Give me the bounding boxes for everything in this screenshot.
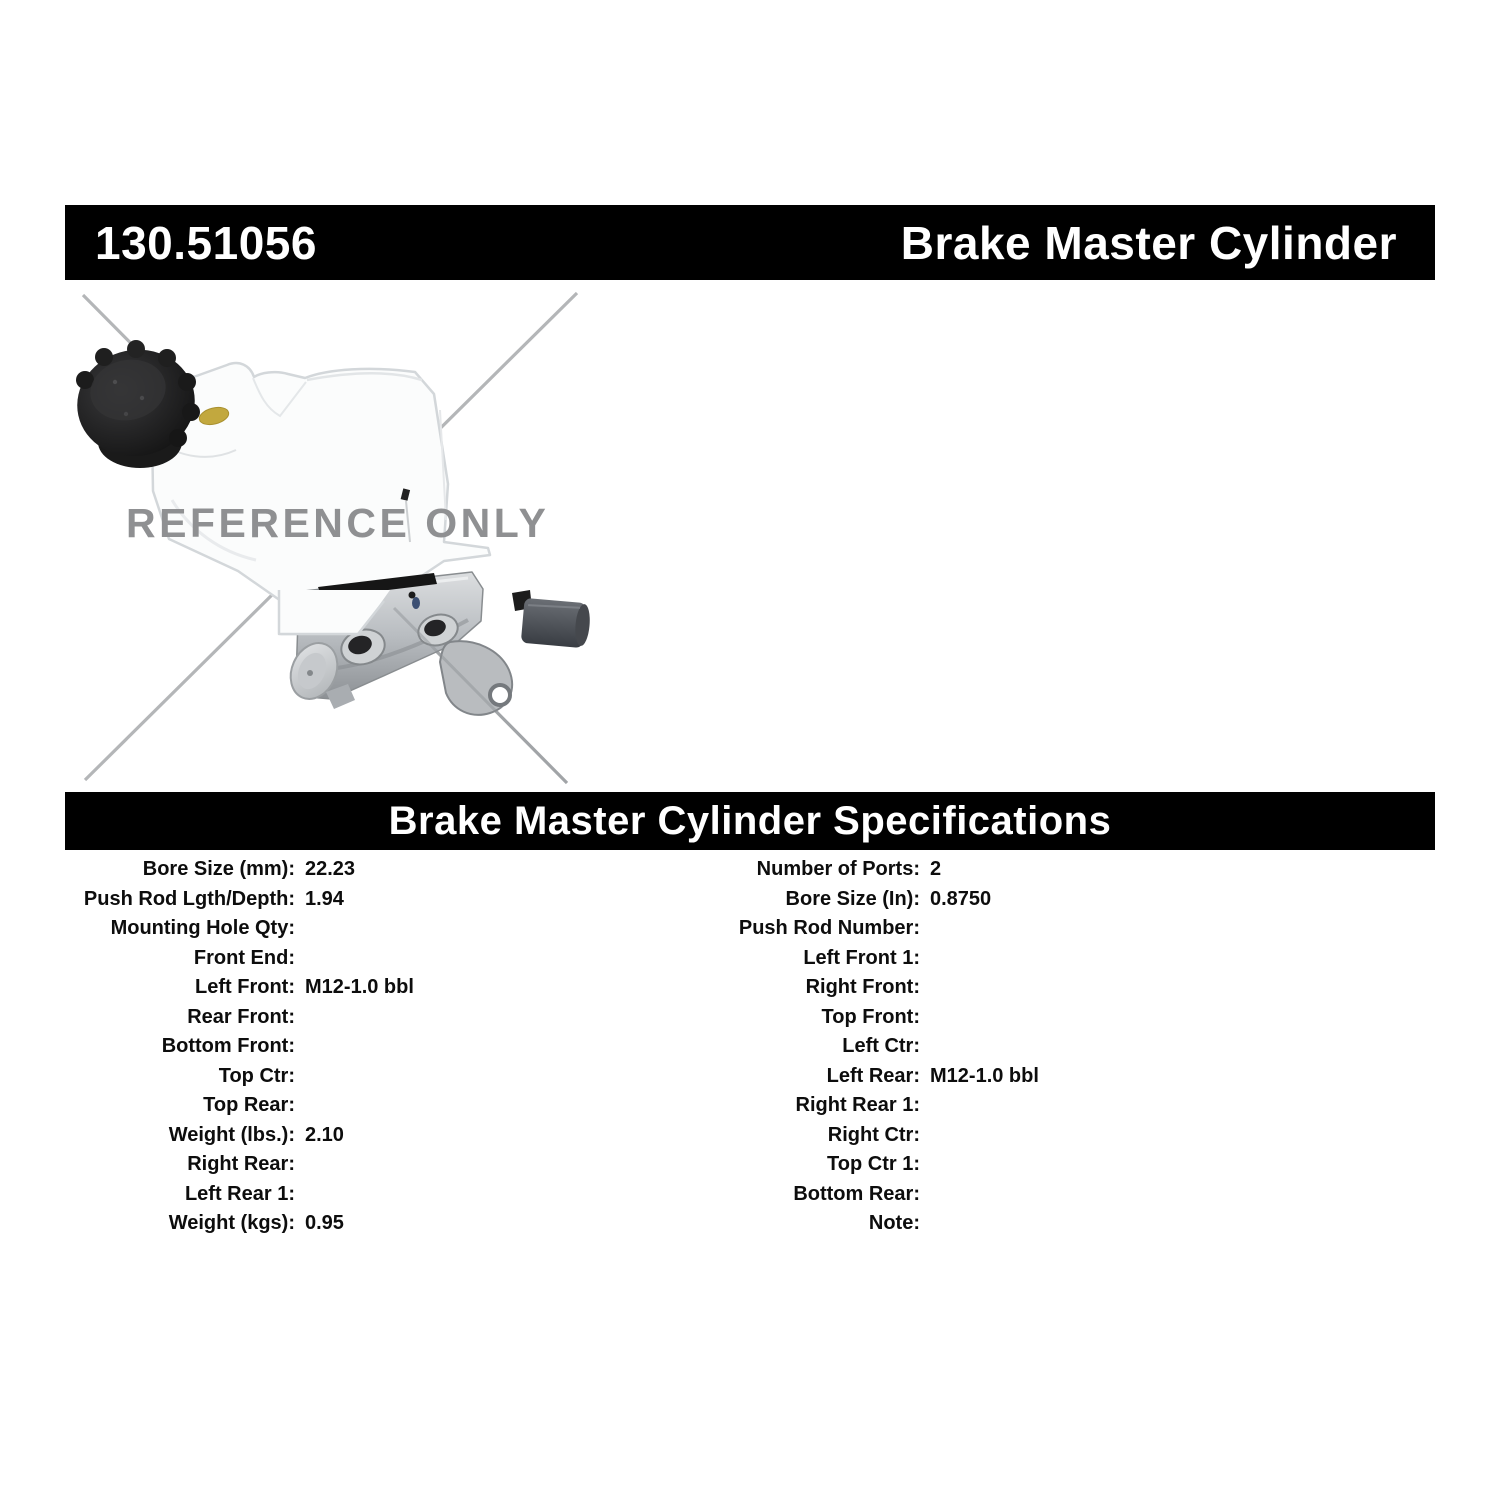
spec-label: Top Ctr 1:	[827, 1153, 920, 1176]
spec-row: Right Rear:	[65, 1150, 700, 1180]
spec-row: Left Rear: M12-1.0 bbl	[700, 1062, 1435, 1092]
product-title: Brake Master Cylinder	[900, 216, 1397, 269]
reference-only-watermark: REFERENCE ONLY	[126, 500, 550, 546]
spec-value: M12-1.0 bbl	[305, 976, 414, 999]
spec-row: Left Front: M12-1.0 bbl	[65, 973, 700, 1003]
spec-value: 22.23	[305, 858, 356, 881]
spec-label: Left Rear:	[826, 1064, 920, 1087]
spec-value: 2	[930, 858, 942, 881]
spec-label: Push Rod Number:	[738, 917, 920, 940]
spec-row: Bore Size (In): 0.8750	[700, 885, 1435, 915]
spec-label: Left Ctr:	[842, 1035, 920, 1058]
spec-value: 0.95	[305, 1212, 344, 1235]
spec-row: Mounting Hole Qty:	[65, 914, 700, 944]
spec-row: Top Front:	[700, 1003, 1435, 1033]
spec-header-title: Brake Master Cylinder Specifications	[388, 798, 1112, 843]
spec-label: Right Ctr:	[827, 1123, 920, 1146]
spec-row: Rear Front:	[65, 1003, 700, 1033]
molding-mark	[400, 488, 411, 501]
watermark-cross-line-overlay	[392, 606, 569, 785]
spec-header-bar: Brake Master Cylinder Specifications	[65, 792, 1435, 850]
mounting-flange	[438, 640, 514, 716]
spec-label: Mounting Hole Qty:	[110, 917, 295, 940]
spec-label: Bore Size (mm):	[142, 858, 295, 881]
spec-label: Weight (kgs):	[168, 1212, 295, 1235]
spec-row: Bore Size (mm): 22.23	[65, 855, 700, 885]
brake-master-cylinder-illustration	[76, 291, 590, 785]
spec-row: Right Front:	[700, 973, 1435, 1003]
spec-row: Note:	[700, 1209, 1435, 1239]
spec-label: Bottom Front:	[161, 1035, 295, 1058]
spec-label: Top Ctr:	[218, 1064, 295, 1087]
spec-row: Push Rod Number:	[700, 914, 1435, 944]
product-photo	[60, 290, 620, 800]
spec-label: Rear Front:	[187, 1005, 295, 1028]
mounting-hole	[488, 683, 512, 707]
spec-row: Bottom Rear:	[700, 1180, 1435, 1210]
reservoir-label-dot	[198, 406, 230, 426]
push-rod-boot	[521, 598, 590, 648]
spec-label: Number of Ports:	[756, 858, 920, 881]
spec-label: Push Rod Lgth/Depth:	[83, 887, 295, 910]
spec-row: Top Rear:	[65, 1091, 700, 1121]
spec-row: Weight (lbs.): 2.10	[65, 1121, 700, 1151]
spec-row: Front End:	[65, 944, 700, 974]
spec-row: Left Ctr:	[700, 1032, 1435, 1062]
spec-value: M12-1.0 bbl	[930, 1064, 1039, 1087]
spec-value: 2.10	[305, 1123, 344, 1146]
spec-row: Right Rear 1:	[700, 1091, 1435, 1121]
spec-label: Right Front:	[805, 976, 920, 999]
spec-row: Top Ctr 1:	[700, 1150, 1435, 1180]
spec-label: Note:	[868, 1212, 920, 1235]
spec-label: Weight (lbs.):	[168, 1123, 295, 1146]
fluid-reservoir	[150, 361, 492, 636]
spec-row: Bottom Front:	[65, 1032, 700, 1062]
spec-label: Top Rear:	[203, 1094, 295, 1117]
spec-label: Left Front:	[195, 976, 295, 999]
spec-label: Left Rear 1:	[184, 1182, 295, 1205]
reservoir-cap	[76, 340, 200, 468]
spec-row: Left Rear 1:	[65, 1180, 700, 1210]
outlet-port	[417, 613, 459, 647]
spec-label: Bore Size (In):	[785, 887, 920, 910]
spec-label: Right Rear 1:	[795, 1094, 920, 1117]
spec-label: Right Rear:	[187, 1153, 295, 1176]
spec-value: 0.8750	[930, 887, 992, 910]
spec-row: Left Front 1:	[700, 944, 1435, 974]
spec-label: Left Front 1:	[803, 946, 920, 969]
spec-label: Bottom Rear:	[793, 1182, 920, 1205]
reservoir-lower-lobe	[277, 590, 390, 636]
spec-row: Right Ctr:	[700, 1121, 1435, 1151]
spec-label: Top Front:	[821, 1005, 920, 1028]
spec-label: Front End:	[193, 946, 295, 969]
part-number: 130.51056	[95, 216, 317, 269]
header-bar: 130.51056 Brake Master Cylinder	[65, 205, 1435, 280]
spec-row: Number of Ports: 2	[700, 855, 1435, 885]
spec-row: Push Rod Lgth/Depth: 1.94	[65, 885, 700, 915]
spec-value: 1.94	[305, 887, 344, 910]
spec-row: Weight (kgs): 0.95	[65, 1209, 700, 1239]
spec-row: Top Ctr:	[65, 1062, 700, 1092]
